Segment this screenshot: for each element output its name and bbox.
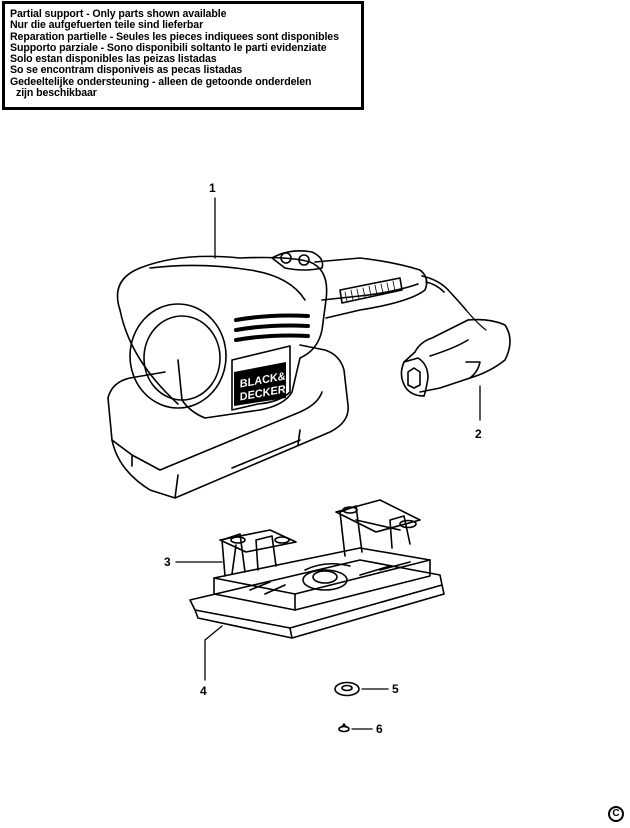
notice-line-it: Supporto parziale - Sono disponibili sol… [10,41,327,54]
callout-1: 1 [209,181,216,195]
dust-adaptor [400,318,511,397]
notice-line-nl: Gedeeltelijke ondersteuning - alleen de … [10,75,312,88]
sander-body [107,250,467,499]
platen-assembly [189,499,445,639]
callout-4: 4 [200,684,207,698]
notice-line-fr: Reparation partielle - Seules les pieces… [10,30,339,43]
brand-badge [234,362,286,406]
power-cord [465,309,487,331]
notice-line-nl-cont: zijn beschikbaar [16,87,97,100]
callout-6: 6 [376,722,383,736]
callout-5: 5 [392,682,399,696]
notice-line-es: Solo estan disponibles las peizas listad… [10,53,217,66]
notice-line-de: Nur die aufgefuerten teile sind lieferba… [10,19,204,32]
screw [338,723,350,733]
callout-3: 3 [164,555,171,569]
leader-line-4 [204,625,223,681]
washer [334,681,360,697]
copyright-symbol: C [608,806,624,822]
availability-notice: Partial support - Only parts shown avail… [2,1,364,110]
notice-line-pt: So se encontram disponiveis as pecas lis… [10,64,243,77]
notice-line-en: Partial support - Only parts shown avail… [10,8,227,20]
callout-2: 2 [475,427,482,441]
